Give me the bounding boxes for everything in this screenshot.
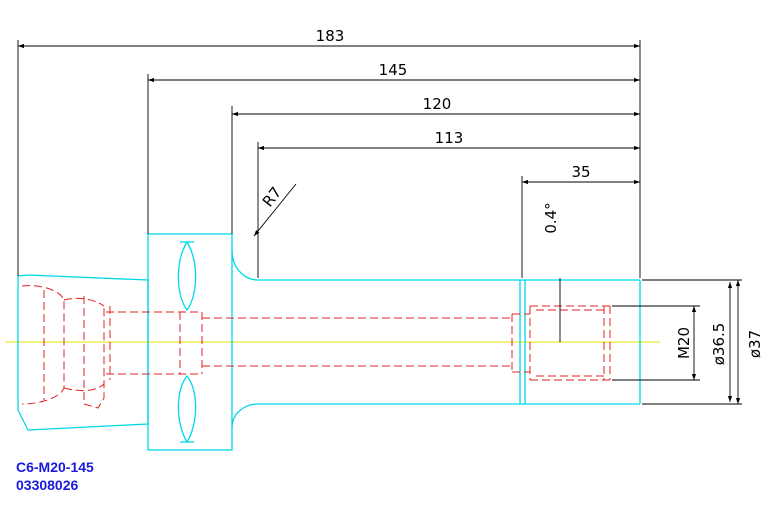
dim-text-113: 113	[435, 129, 464, 147]
dim-text-145: 145	[379, 61, 408, 79]
dim-text-120: 120	[423, 95, 452, 113]
dim-text-dia-37: ø37	[746, 330, 764, 358]
dim-text-angle: 0.4°	[542, 202, 560, 233]
radius-leader	[253, 183, 297, 237]
dim-text-35: 35	[571, 163, 590, 181]
part-code-label: 03308026	[16, 477, 79, 493]
part-outline	[17, 233, 641, 451]
dim-text-thread: M20	[675, 327, 693, 359]
part-number-label: C6-M20-145	[16, 459, 94, 475]
dim-text-dia-365: ø36.5	[710, 323, 728, 366]
dim-text-radius: R7	[259, 184, 285, 211]
hidden-lines	[21, 285, 640, 409]
dim-text-183: 183	[316, 27, 345, 45]
dimensions	[17, 40, 742, 405]
